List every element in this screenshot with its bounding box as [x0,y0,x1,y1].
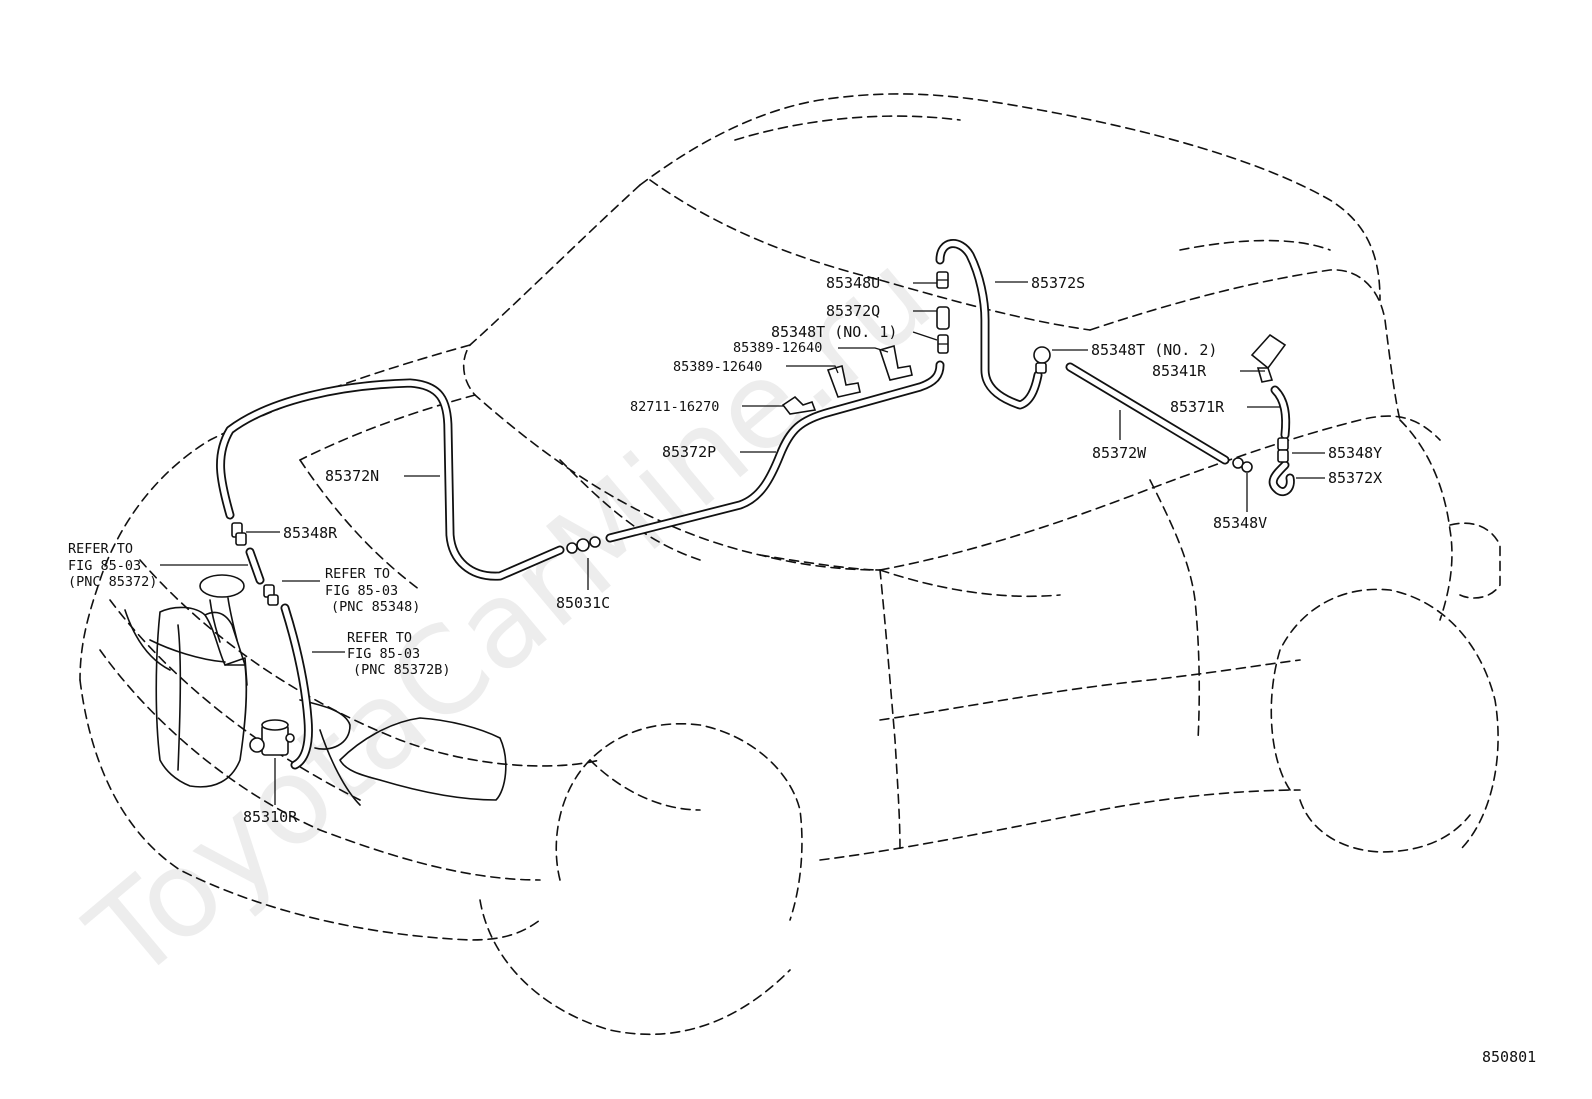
ref-85348-line2: FIG 85-03 [325,583,398,599]
pump-85310R [249,719,295,756]
label-85372W: 85372W [1092,444,1147,462]
hose-85372P [605,360,945,543]
vehicle-outline [79,93,1501,1036]
hose-85372S [935,239,1043,410]
label-85348U: 85348U [826,274,880,292]
ref-85372-line1: REFER TO [68,541,133,557]
label-85348R: 85348R [283,524,338,542]
label-85372S: 85372S [1031,274,1085,292]
label-85348T-no1: 85348T (NO. 1) [771,323,897,341]
connector-85348R [231,522,247,546]
label-85389-a: 85389-12640 [733,340,822,356]
reference-notes: REFER TO FIG 85-03 (PNC 85372) REFER TO … [68,541,451,678]
ref-85372B-line2: FIG 85-03 [347,646,420,662]
ref-85372B-line3: (PNC 85372B) [353,662,451,678]
hose-85372N [216,378,565,581]
clamp-85389-b [878,344,913,381]
hose-85372-short [245,547,265,585]
hose-85372X [1268,460,1295,497]
ref-85348-line3: (PNC 85348) [331,599,420,615]
label-85389-b: 85389-12640 [673,359,762,375]
front-body-panels [124,609,507,806]
label-85348V: 85348V [1213,514,1267,532]
nozzle-85341R [1250,333,1287,383]
label-85310R: 85310R [243,808,298,826]
hose-85372B [280,603,313,770]
hose-85372Q [936,306,950,330]
label-85372Q: 85372Q [826,302,880,320]
ref-85348-line1: REFER TO [325,566,390,582]
connector-85348V [1232,457,1253,473]
label-85372N: 85372N [325,467,379,485]
label-85372P: 85372P [662,443,716,461]
washer-tank [155,574,248,788]
connector-85348T-no2 [1033,346,1051,374]
leader-lines [160,281,1325,805]
ref-85372-line2: FIG 85-03 [68,558,141,574]
figure-number: 850801 [1482,1048,1536,1066]
hose-85371R [1270,385,1291,440]
ref-85372-line3: (PNC 85372) [68,574,157,590]
connector-85031C [566,536,601,554]
connector-85348-ref [263,584,279,606]
part-labels: 85348U 85372S 85372Q 85348T (NO. 1) 8538… [243,274,1382,826]
label-85341R: 85341R [1152,362,1207,380]
clip-82711 [781,395,817,415]
label-85371R: 85371R [1170,398,1225,416]
hose-85372W [1065,362,1230,465]
connector-85348T-no1 [937,334,949,354]
tank-cap-icon [199,574,245,598]
label-82711: 82711-16270 [630,399,719,415]
connector-85348Y [1277,437,1289,463]
label-85348Y: 85348Y [1328,444,1382,462]
ref-85372B-line1: REFER TO [347,630,412,646]
label-85031C: 85031C [556,594,610,612]
connector-85348U [936,271,949,289]
clamp-85389-a [826,364,861,398]
label-85348T-no2: 85348T (NO. 2) [1091,341,1217,359]
label-85372X: 85372X [1328,469,1382,487]
